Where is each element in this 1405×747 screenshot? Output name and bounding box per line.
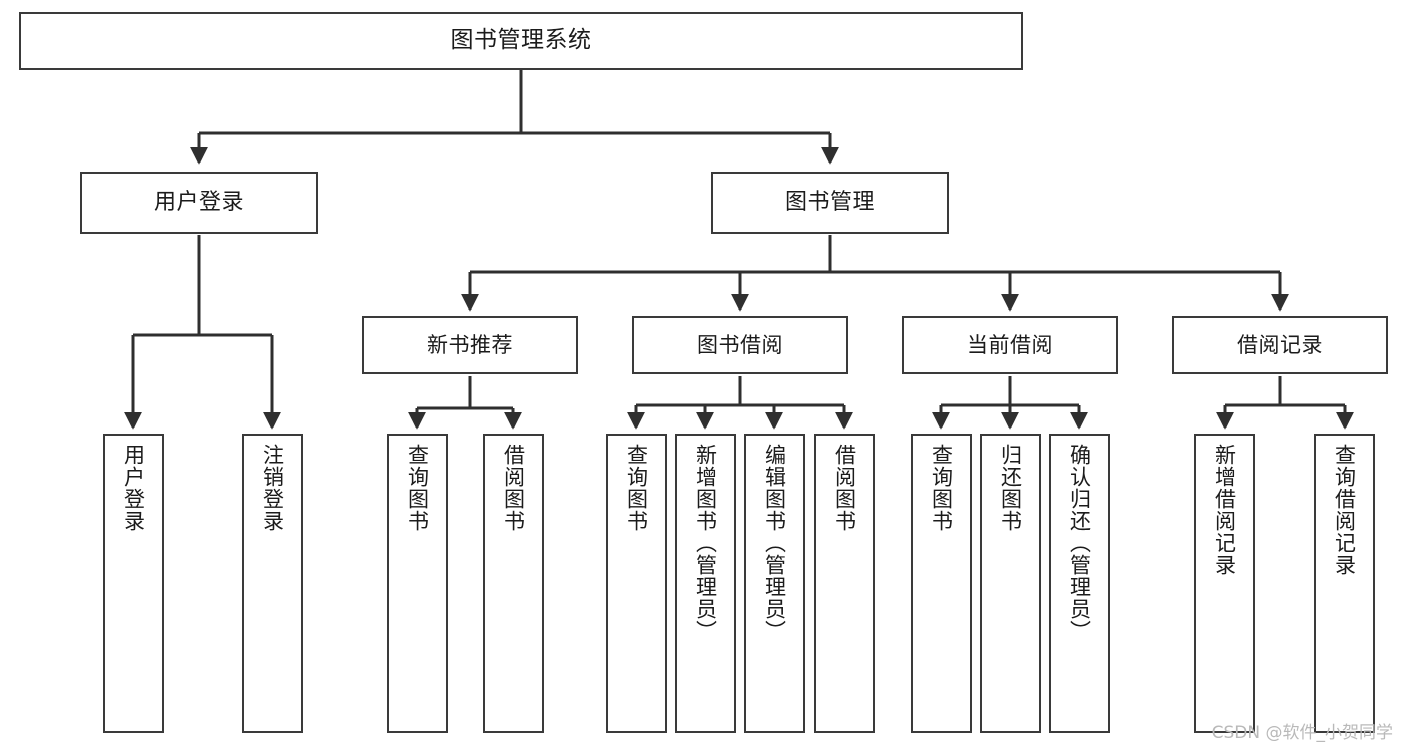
node-book-borrow-label: 图书借阅 bbox=[697, 332, 783, 357]
leaf-book-borrow-edit-label: 编辑图书（管理员） bbox=[762, 444, 787, 642]
leaf-new-book-query-label: 查询图书 bbox=[405, 444, 430, 532]
csdn-watermark: CSDN @软件_小贺同学 bbox=[1211, 723, 1393, 743]
node-root-label: 图书管理系统 bbox=[450, 27, 592, 54]
leaf-current-borrow-return[interactable]: 归还图书 bbox=[980, 434, 1041, 733]
node-borrow-record-label: 借阅记录 bbox=[1237, 332, 1323, 357]
leaf-new-book-query[interactable]: 查询图书 bbox=[387, 434, 448, 733]
leaf-book-borrow-edit[interactable]: 编辑图书（管理员） bbox=[744, 434, 805, 733]
leaf-borrow-record-query-label: 查询借阅记录 bbox=[1332, 444, 1357, 576]
leaf-current-borrow-return-label: 归还图书 bbox=[998, 444, 1023, 532]
node-root-system[interactable]: 图书管理系统 bbox=[19, 12, 1023, 70]
node-book-borrow[interactable]: 图书借阅 bbox=[632, 316, 848, 374]
leaf-book-borrow-borrow-label: 借阅图书 bbox=[832, 444, 857, 532]
leaf-borrow-record-query[interactable]: 查询借阅记录 bbox=[1314, 434, 1375, 733]
node-borrow-record[interactable]: 借阅记录 bbox=[1172, 316, 1388, 374]
node-user-login-label: 用户登录 bbox=[153, 190, 244, 216]
node-book-management-label: 图书管理 bbox=[784, 190, 875, 216]
node-user-login[interactable]: 用户登录 bbox=[80, 172, 318, 234]
leaf-borrow-record-add[interactable]: 新增借阅记录 bbox=[1194, 434, 1255, 733]
leaf-current-borrow-confirm-label: 确认归还（管理员） bbox=[1067, 444, 1092, 642]
node-new-book-recommend[interactable]: 新书推荐 bbox=[362, 316, 578, 374]
leaf-book-borrow-borrow[interactable]: 借阅图书 bbox=[814, 434, 875, 733]
node-book-management[interactable]: 图书管理 bbox=[711, 172, 949, 234]
leaf-book-borrow-query[interactable]: 查询图书 bbox=[606, 434, 667, 733]
leaf-book-borrow-add-label: 新增图书（管理员） bbox=[693, 444, 718, 642]
leaf-book-borrow-add[interactable]: 新增图书（管理员） bbox=[675, 434, 736, 733]
node-current-borrow[interactable]: 当前借阅 bbox=[902, 316, 1118, 374]
leaf-new-book-borrow[interactable]: 借阅图书 bbox=[483, 434, 544, 733]
leaf-book-borrow-query-label: 查询图书 bbox=[624, 444, 649, 532]
leaf-new-book-borrow-label: 借阅图书 bbox=[501, 444, 526, 532]
node-new-book-recommend-label: 新书推荐 bbox=[427, 332, 513, 357]
node-current-borrow-label: 当前借阅 bbox=[967, 332, 1053, 357]
leaf-user-login-login[interactable]: 用户登录 bbox=[103, 434, 164, 733]
leaf-borrow-record-add-label: 新增借阅记录 bbox=[1212, 444, 1237, 576]
leaf-user-login-logout-label: 注销登录 bbox=[260, 444, 285, 532]
leaf-current-borrow-query[interactable]: 查询图书 bbox=[911, 434, 972, 733]
leaf-user-login-login-label: 用户登录 bbox=[121, 444, 146, 532]
leaf-current-borrow-confirm[interactable]: 确认归还（管理员） bbox=[1049, 434, 1110, 733]
leaf-user-login-logout[interactable]: 注销登录 bbox=[242, 434, 303, 733]
leaf-current-borrow-query-label: 查询图书 bbox=[929, 444, 954, 532]
